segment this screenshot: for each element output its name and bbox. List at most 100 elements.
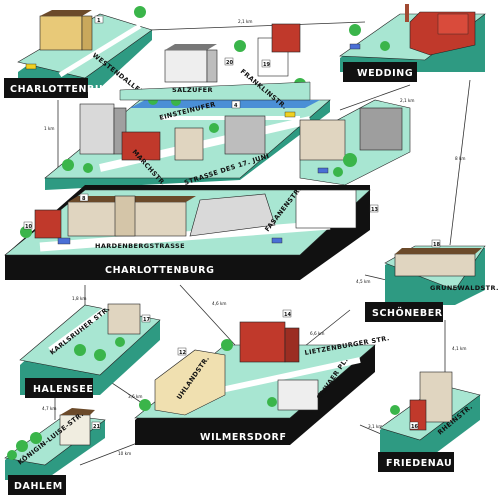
chimney xyxy=(405,4,409,22)
building xyxy=(59,414,91,446)
badge xyxy=(261,59,271,68)
tile-charlottenburg-nw[interactable]: 1 WESTENDALLEE CHARLOTTENBURG xyxy=(4,6,153,98)
building xyxy=(295,189,357,229)
distance-label: 4,5 km xyxy=(356,279,371,284)
tile-schoeneberg[interactable]: 18 GRUNEWALDSTR. SCHÖNEBERG xyxy=(365,239,499,322)
badge xyxy=(431,239,441,248)
badge-number: 20 xyxy=(226,60,233,66)
tile-charlottenburg-main[interactable]: 10 13 8 HARDENBERGSTRASSE FASANENSTR. CH… xyxy=(4,163,378,280)
badge-number: 12 xyxy=(179,350,186,356)
building-roof xyxy=(165,44,217,50)
riverbank xyxy=(119,81,311,101)
connector-line xyxy=(449,79,471,246)
building xyxy=(79,103,115,155)
district-label-plate xyxy=(25,378,93,398)
tree-icon xyxy=(62,159,74,171)
road xyxy=(48,307,107,353)
connector-lines xyxy=(54,21,471,466)
distance-label: 4,1 km xyxy=(452,346,467,351)
tree-icon xyxy=(30,432,42,444)
glass-hall xyxy=(189,193,276,237)
tile-wilmersdorf[interactable]: 12 14 LIETZENBURGER STR. UHLANDSTR. OLIV… xyxy=(134,309,390,445)
building xyxy=(121,131,161,161)
distance-label: 1 km xyxy=(44,126,55,131)
building xyxy=(271,23,301,53)
building-roof xyxy=(60,408,95,415)
district-label-plate xyxy=(4,78,88,98)
tree-icon xyxy=(267,397,277,407)
district-label: CHARLOTTENBURG xyxy=(105,265,214,276)
tile-halensee[interactable]: 17 KARLSRUHER STR. HALENSEE xyxy=(19,303,161,398)
badge xyxy=(409,421,419,430)
badge-number: 19 xyxy=(263,62,270,68)
badge-number: 16 xyxy=(411,424,418,430)
tree-icon xyxy=(7,450,17,460)
car xyxy=(317,167,329,174)
tile-dahlem[interactable]: 21 KÖNIGIN-LUISE-STR. DAHLEM xyxy=(4,408,106,495)
connector-line xyxy=(149,21,366,31)
building-portal xyxy=(114,195,136,237)
tile-friedenau[interactable]: 16 RHEINSTR. FRIEDENAU xyxy=(378,371,481,472)
tree-icon xyxy=(74,344,86,356)
building xyxy=(224,115,266,155)
badge xyxy=(177,347,187,356)
building xyxy=(174,127,204,161)
connector-line xyxy=(299,309,351,351)
building xyxy=(359,107,403,151)
badge xyxy=(231,100,241,109)
district-label: WILMERSDORF xyxy=(200,432,287,443)
tree-icon xyxy=(234,40,246,52)
badge-number: 18 xyxy=(433,242,440,248)
badge-number: 4 xyxy=(234,103,238,109)
river-spree xyxy=(130,100,320,108)
building xyxy=(107,303,141,335)
tree-icon xyxy=(115,337,125,347)
district-label: HALENSEE xyxy=(33,384,93,395)
tile-charlottenburg-upper[interactable]: EINSTEINUFER STRASSE DES 17. JUNI MARCHS… xyxy=(44,95,331,190)
building xyxy=(277,379,319,411)
badge-number: 13 xyxy=(371,207,378,213)
car xyxy=(57,237,71,245)
building xyxy=(394,253,476,277)
building xyxy=(299,119,346,161)
building-roof xyxy=(395,248,482,254)
tree-icon xyxy=(209,123,219,133)
district-label-plate xyxy=(8,475,66,495)
tile-wedding[interactable]: WEDDING xyxy=(339,4,486,82)
building-side xyxy=(284,327,300,363)
car xyxy=(25,63,37,70)
tree-icon xyxy=(16,440,28,452)
district-label-plate xyxy=(378,452,454,472)
badge xyxy=(23,221,33,230)
distance-label: 3,6 km xyxy=(128,394,143,399)
distance-label: 1,8 km xyxy=(72,296,87,301)
tree-icon xyxy=(139,399,151,411)
badge xyxy=(282,309,292,318)
tree-icon xyxy=(390,405,400,415)
street-label: GRUNEWALDSTR. xyxy=(430,284,499,292)
district-label: DAHLEM xyxy=(14,481,63,492)
tree-icon xyxy=(333,167,343,177)
distance-label: 4,7 km xyxy=(42,406,57,411)
badge xyxy=(224,57,234,66)
building xyxy=(239,321,286,363)
building-side xyxy=(81,15,93,51)
district-label: CHARLOTTENBURG xyxy=(10,84,119,95)
badge-number: 21 xyxy=(93,424,100,430)
street-label: HARDENBERGSTRASSE xyxy=(95,242,185,250)
tree-icon xyxy=(343,153,357,167)
tree-icon xyxy=(380,41,390,51)
district-label-plate xyxy=(365,302,443,322)
badge xyxy=(141,314,151,323)
car xyxy=(349,43,361,50)
street-label: SALZUFER xyxy=(172,86,213,94)
badge xyxy=(79,193,89,202)
tree-icon xyxy=(349,24,361,36)
distance-label: 6,6 km xyxy=(310,331,325,336)
distance-label: 2,1 km xyxy=(238,19,253,24)
badge-number: 10 xyxy=(25,224,32,230)
building-roof xyxy=(40,10,92,16)
district-label: WEDDING xyxy=(357,68,413,79)
